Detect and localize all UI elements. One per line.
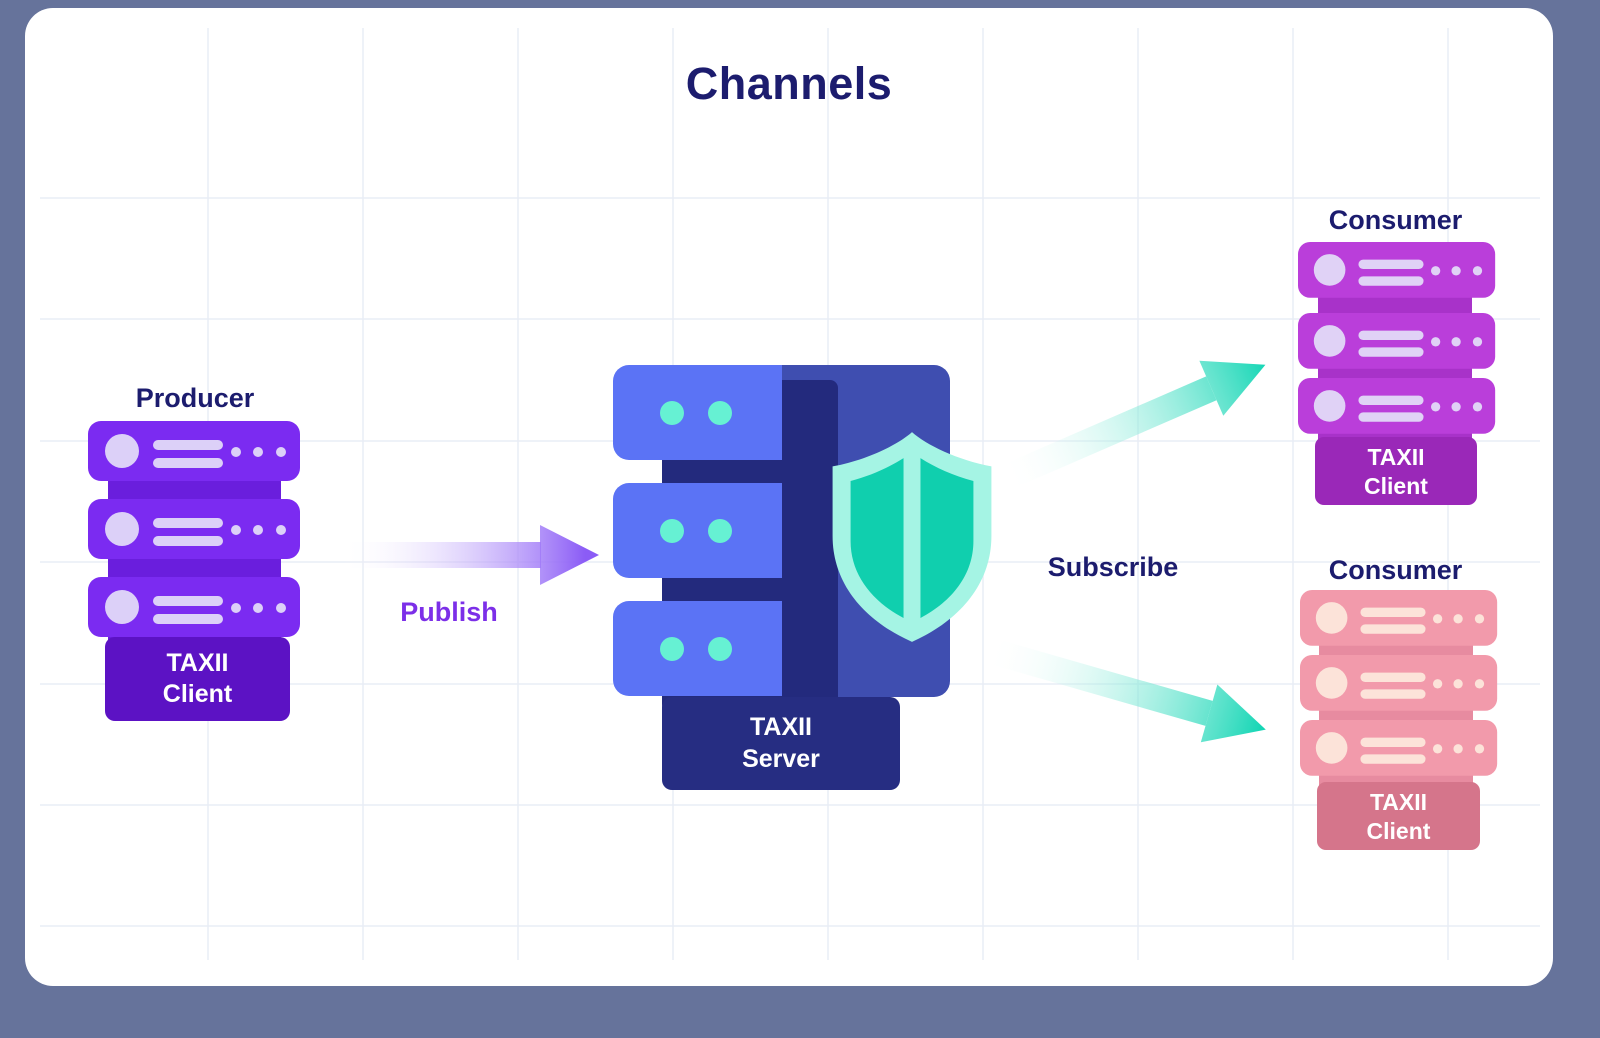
indicator-dot-icon <box>708 401 732 425</box>
producer-label: Producer <box>135 383 255 413</box>
consumer-bottom-client-label: TAXII Client <box>1366 789 1431 844</box>
server-slab <box>1298 313 1496 369</box>
server-slab <box>1298 242 1496 298</box>
security-shield-icon <box>832 432 992 642</box>
producer-base-box <box>105 637 290 721</box>
indicator-dot-icon <box>708 519 732 543</box>
producer-client-label: TAXII Client <box>162 648 233 708</box>
shield-left-panel <box>850 458 904 618</box>
indicator-dot-icon <box>660 401 684 425</box>
server-label: TAXII Server <box>742 713 820 773</box>
server-slab <box>613 483 782 578</box>
server-slab <box>1300 720 1498 776</box>
consumer-top-client-label: TAXII Client <box>1364 444 1428 499</box>
indicator-dot-icon <box>708 637 732 661</box>
server-slab <box>1298 378 1496 434</box>
consumer-top-base-box <box>1315 437 1477 505</box>
server-slab <box>88 421 300 481</box>
consumer-bottom-base-box <box>1317 782 1480 850</box>
indicator-dot-icon <box>660 637 684 661</box>
server-base-box <box>662 697 900 790</box>
consumer-top-label: Consumer <box>1328 205 1463 235</box>
consumer-bottom-server-stack-icon <box>1300 590 1498 850</box>
server-slab <box>1300 590 1498 646</box>
server-slab <box>613 365 782 460</box>
subscribe-label: Subscribe <box>1047 552 1179 582</box>
page-title: Channels <box>685 58 893 109</box>
consumer-bottom-label: Consumer <box>1328 555 1463 585</box>
producer-server-stack-icon <box>88 421 300 721</box>
consumer-top-server-stack-icon <box>1298 242 1496 505</box>
shield-right-panel <box>920 458 974 618</box>
server-slab <box>88 499 300 559</box>
server-slab <box>613 601 782 696</box>
publish-label: Publish <box>400 597 498 627</box>
server-slab <box>1300 655 1498 711</box>
indicator-dot-icon <box>660 519 684 543</box>
server-slab <box>88 577 300 637</box>
